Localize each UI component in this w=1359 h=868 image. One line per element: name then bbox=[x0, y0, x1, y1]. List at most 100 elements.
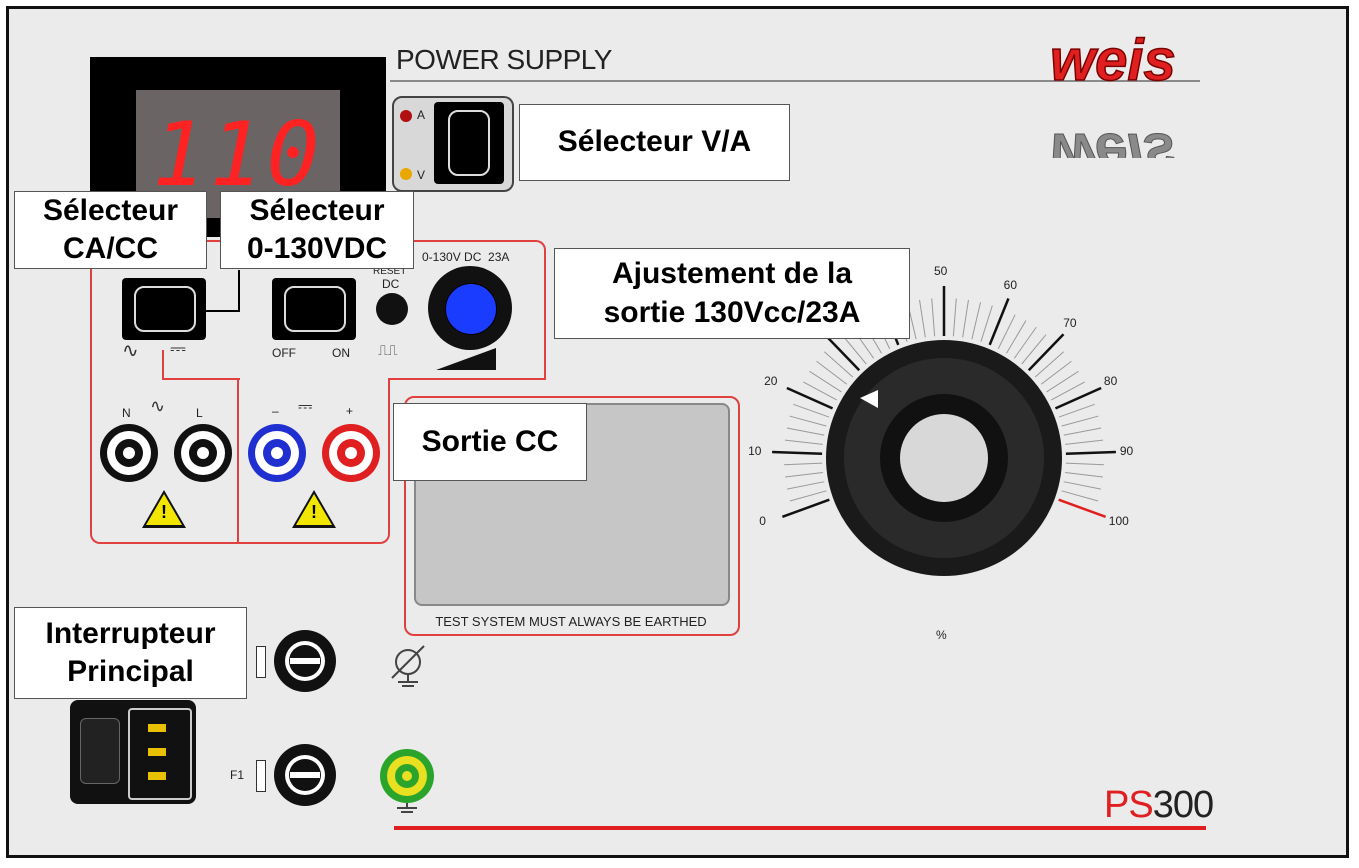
svg-text:weis: weis bbox=[1050, 121, 1176, 158]
dial-tick bbox=[1065, 439, 1104, 445]
dial-tick bbox=[772, 450, 823, 455]
callout-va-selector: Sélecteur V/A bbox=[519, 104, 790, 181]
terminal-minus-label: – bbox=[272, 404, 279, 418]
range-selector-switch[interactable] bbox=[272, 278, 356, 340]
dial-unit-label: % bbox=[936, 628, 947, 642]
dial-scale-label: 0 bbox=[759, 513, 766, 528]
dial-tick bbox=[816, 360, 848, 385]
dial-pointer-icon bbox=[860, 390, 878, 408]
dial-tick bbox=[1046, 370, 1079, 393]
dial-tick bbox=[952, 298, 957, 337]
knob-range-label: 0-130V DC 23A bbox=[422, 250, 510, 264]
dial-tick bbox=[784, 439, 823, 445]
dial-tick bbox=[1063, 427, 1102, 436]
fuse-top[interactable] bbox=[272, 628, 338, 694]
dial-tick bbox=[997, 314, 1016, 349]
dial-tick bbox=[1013, 326, 1037, 359]
dial-scale-label: 90 bbox=[1119, 443, 1134, 458]
terminal-frame bbox=[90, 378, 390, 544]
bottom-accent-line bbox=[394, 826, 1206, 830]
dial-tick bbox=[841, 334, 867, 365]
dial-tick bbox=[1051, 381, 1085, 401]
dial-tick bbox=[931, 298, 936, 337]
dial-tick bbox=[809, 370, 842, 393]
display-value: 110 bbox=[152, 102, 324, 206]
dial-tick bbox=[786, 481, 825, 490]
led-a-label: A bbox=[417, 108, 426, 122]
ac-symbol: ∿ bbox=[122, 340, 139, 362]
dial-scale-label: 60 bbox=[1003, 277, 1018, 292]
va-selector-housing: A V bbox=[392, 96, 514, 192]
reset-button[interactable] bbox=[376, 293, 408, 325]
dial-tick bbox=[1063, 481, 1102, 490]
dial-tick bbox=[823, 333, 861, 372]
dial-scale-label: 10 bbox=[748, 443, 762, 458]
dial-tick bbox=[789, 415, 827, 427]
terminal-ac-symbol: ∿ bbox=[150, 396, 166, 416]
adjustment-dial bbox=[772, 286, 1116, 576]
dial-tick bbox=[962, 299, 969, 338]
weis-logo: weis weis bbox=[1049, 28, 1176, 158]
dial-tick bbox=[1065, 471, 1103, 478]
dial-tick bbox=[1006, 320, 1027, 354]
fuse-f1[interactable] bbox=[272, 742, 338, 808]
dial-tick bbox=[988, 298, 1010, 346]
screen-frame bbox=[404, 396, 740, 636]
dial-tick bbox=[786, 386, 834, 410]
earth-terminal[interactable] bbox=[376, 748, 438, 818]
main-power-switch[interactable] bbox=[80, 718, 120, 784]
terminal-plus-socket[interactable] bbox=[320, 422, 382, 484]
pulse-icon: ⎍⎍ bbox=[378, 342, 398, 358]
dial-tick bbox=[824, 351, 854, 378]
warning-dc-icon: ! bbox=[292, 490, 336, 528]
dial-tick bbox=[919, 299, 926, 338]
dial-tick bbox=[781, 498, 830, 519]
terminal-dc-symbol: ⎓ bbox=[298, 396, 313, 416]
terminal-l-socket[interactable] bbox=[172, 422, 234, 484]
dial-tick bbox=[785, 471, 823, 478]
dial-tick bbox=[980, 305, 993, 342]
dial-tick bbox=[971, 302, 982, 340]
earthed-warning-text: TEST SYSTEM MUST ALWAYS BE EARTHED bbox=[435, 614, 707, 629]
terminal-minus-socket[interactable] bbox=[246, 422, 308, 484]
model-label: PS300 bbox=[1104, 784, 1214, 826]
dial-tick bbox=[1054, 386, 1102, 410]
fuse-holder-icon bbox=[256, 760, 266, 792]
dial-tick bbox=[1034, 351, 1064, 378]
dial-scale-label: 50 bbox=[934, 264, 948, 278]
dial-tick bbox=[1065, 450, 1116, 455]
dial-tick bbox=[1021, 334, 1047, 365]
dial-tick bbox=[786, 427, 825, 436]
dial-tick bbox=[784, 462, 823, 466]
dial-tick bbox=[1061, 415, 1099, 427]
reset-label: RESET bbox=[373, 266, 407, 277]
dc-symbol: ⎓ bbox=[170, 338, 186, 360]
led-v-label: V bbox=[417, 168, 426, 182]
dial-knob[interactable] bbox=[826, 340, 1062, 576]
dial-tick bbox=[1061, 490, 1099, 502]
dial-scale-label: 80 bbox=[1103, 374, 1118, 389]
terminal-l-label: L bbox=[196, 406, 203, 420]
dial-scale-label: 70 bbox=[1063, 316, 1077, 331]
dial-tick bbox=[803, 381, 837, 401]
warning-ac-icon: ! bbox=[142, 490, 186, 528]
dc-output-knob[interactable] bbox=[428, 266, 512, 350]
dial-tick bbox=[1058, 403, 1095, 418]
panel-title: POWER SUPPLY bbox=[396, 44, 612, 75]
led-v-icon bbox=[400, 168, 412, 180]
reset-dc-label: DC bbox=[382, 277, 400, 291]
callout-dc-output: Sortie CC bbox=[393, 403, 587, 481]
mains-inlet bbox=[70, 700, 196, 804]
led-a-icon bbox=[400, 110, 412, 122]
terminal-n-socket[interactable] bbox=[98, 422, 160, 484]
svg-text:weis: weis bbox=[1050, 28, 1176, 93]
dial-scale-label: 20 bbox=[764, 374, 778, 389]
terminal-plus-label: + bbox=[346, 404, 354, 418]
acdc-selector-switch[interactable] bbox=[122, 278, 206, 340]
ramp-icon bbox=[436, 348, 496, 370]
va-selector-switch[interactable] bbox=[434, 102, 504, 184]
